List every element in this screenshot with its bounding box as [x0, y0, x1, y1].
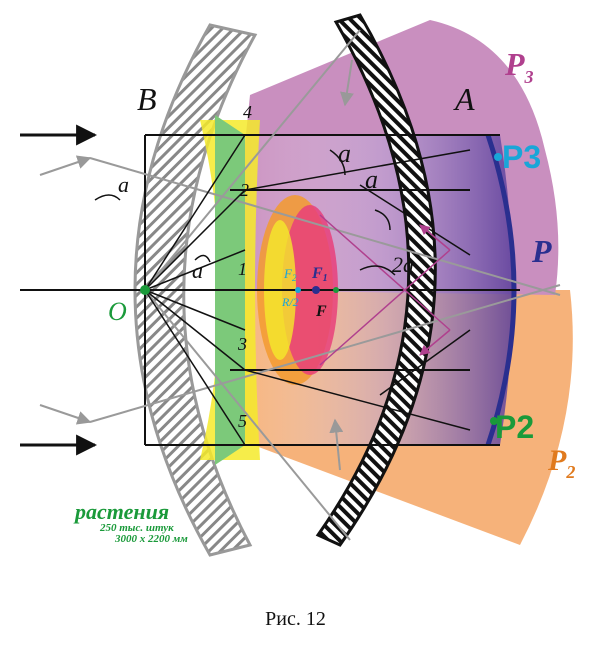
- label-cell-3: 3: [237, 334, 247, 354]
- note-line-1: 250 тыс. штук: [99, 522, 174, 534]
- point-f2: [295, 287, 301, 293]
- note-line-2: 3000 х 2200 мм: [114, 533, 188, 545]
- label-angle-a-left-top: a: [118, 172, 129, 197]
- point-f1: [312, 286, 320, 294]
- label-angle-a-left-mid: a: [192, 258, 203, 283]
- label-f: F: [315, 303, 327, 320]
- label-p3-zone: P3: [504, 46, 534, 87]
- angle-arcs: [94, 149, 396, 276]
- label-p3-point: P3: [502, 139, 541, 175]
- label-angle-2a: 2a: [392, 252, 414, 277]
- label-o: O: [108, 297, 127, 326]
- note-title: растения: [73, 499, 169, 524]
- figure-caption: Рис. 12: [265, 608, 326, 630]
- label-p2-point: P2: [495, 409, 534, 445]
- point-p2: [490, 417, 498, 425]
- label-cell-5: 5: [238, 411, 247, 431]
- frame-lines: [20, 134, 520, 446]
- point-p3: [494, 153, 502, 161]
- label-angle-a-right-2: a: [365, 165, 378, 194]
- gray-rays: [39, 29, 561, 541]
- label-a: A: [453, 81, 475, 117]
- label-p-point: P: [531, 233, 552, 269]
- magenta-rays: [319, 214, 451, 366]
- label-cell-4: 4: [243, 102, 252, 122]
- label-r2: R/2: [281, 295, 299, 309]
- label-p2-zone: P2: [547, 444, 575, 482]
- fan-rays: [144, 134, 471, 446]
- point-o: [140, 285, 150, 295]
- label-f1: F1: [311, 265, 328, 284]
- point-f: [333, 287, 339, 293]
- label-f2: F2: [283, 266, 297, 283]
- label-cell-1: 1: [238, 259, 247, 279]
- label-angle-a-right-1: a: [338, 139, 351, 168]
- label-cell-2: 2: [240, 180, 249, 200]
- label-b: B: [137, 81, 157, 117]
